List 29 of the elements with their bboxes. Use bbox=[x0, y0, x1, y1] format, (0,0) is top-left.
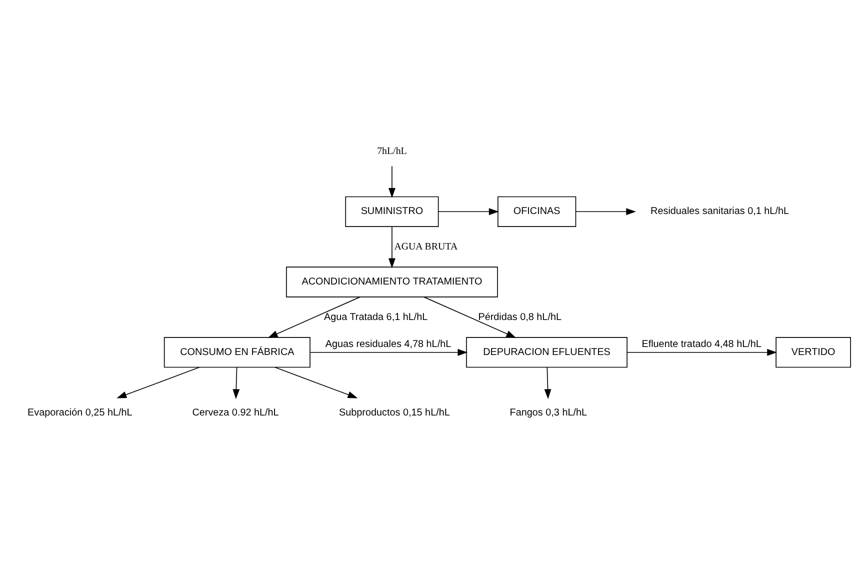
arrow bbox=[438, 208, 499, 215]
node-box: CONSUMO EN FÁBRICA bbox=[164, 336, 310, 368]
edge-label: Agua Tratada 6,1 hL/hL bbox=[324, 311, 428, 322]
edge-label: Aguas residuales 4,78 hL/hL bbox=[325, 338, 452, 350]
node-box: DEPURACION EFLUENTES bbox=[466, 336, 628, 368]
node-text: Subproductos 0,15 hL/hL bbox=[339, 406, 450, 418]
arrow bbox=[388, 165, 396, 198]
node-box: VERTIDO bbox=[776, 336, 851, 368]
node-text: Cerveza 0.92 hL/hL bbox=[192, 406, 279, 418]
node-box: SUMINISTRO bbox=[345, 196, 439, 226]
edge-label: Pérdidas 0,8 hL/hL bbox=[478, 311, 562, 322]
node-box: OFICINAS bbox=[498, 196, 576, 226]
node-box: ACONDICIONAMIENTO TRATAMIENTO bbox=[286, 266, 498, 297]
arrow bbox=[268, 296, 360, 338]
arrow bbox=[232, 366, 240, 399]
node-text: Residuales sanitarias 0,1 hL/hL bbox=[650, 206, 789, 217]
arrow bbox=[274, 366, 358, 398]
arrow bbox=[424, 296, 516, 338]
node-text: 7hL/hL bbox=[377, 145, 407, 156]
arrow bbox=[626, 348, 778, 356]
arrow bbox=[388, 226, 396, 268]
arrow bbox=[544, 366, 552, 399]
arrow bbox=[575, 208, 636, 215]
node-text: Evaporación 0,25 hL/hL bbox=[27, 406, 132, 418]
edge-label: AGUA BRUTA bbox=[394, 240, 458, 252]
edge-label: Efluente tratado 4,48 hL/hL bbox=[642, 338, 762, 350]
arrow bbox=[310, 348, 468, 356]
node-text: Fangos 0,3 hL/hL bbox=[510, 406, 588, 418]
arrow bbox=[116, 366, 200, 398]
